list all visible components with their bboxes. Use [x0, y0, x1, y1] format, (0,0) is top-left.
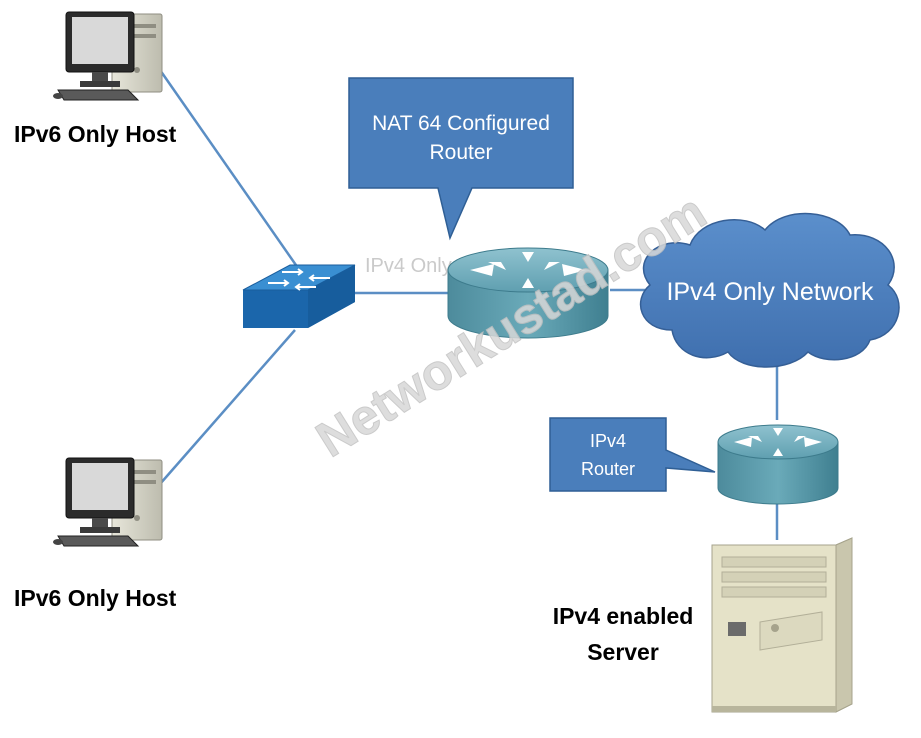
bottom-host-pc-icon — [53, 457, 163, 547]
link-top-host-switch — [158, 69, 300, 269]
links — [158, 69, 779, 540]
ipv4-callout-line2: Router — [581, 459, 635, 479]
nat64-router-icon — [447, 247, 609, 339]
ipv4-callout-line1: IPv4 — [590, 431, 626, 451]
server-label-line1: IPv4 enabled — [552, 603, 694, 629]
server-label-line2: Server — [587, 639, 659, 665]
nat64-callout: NAT 64 Configured Router — [348, 77, 574, 241]
top-host-pc-icon — [53, 11, 163, 101]
ipv4-router-icon — [717, 424, 839, 505]
top-host-label: IPv6 Only Host — [14, 121, 177, 147]
cloud-label: IPv4 Only Network — [666, 278, 874, 306]
server-tower-icon — [711, 537, 853, 713]
ipv4-cloud-icon: IPv4 Only Network — [640, 212, 900, 368]
ipv4-router-callout: IPv4 Router — [549, 417, 716, 492]
nat64-callout-line1: NAT 64 Configured — [372, 112, 550, 135]
bottom-host-label: IPv6 Only Host — [14, 585, 177, 611]
link-bottom-host-switch — [159, 329, 296, 485]
server-label: IPv4 enabled Server — [528, 598, 718, 670]
switch-icon — [242, 264, 356, 328]
nat64-callout-line2: Router — [429, 141, 492, 164]
